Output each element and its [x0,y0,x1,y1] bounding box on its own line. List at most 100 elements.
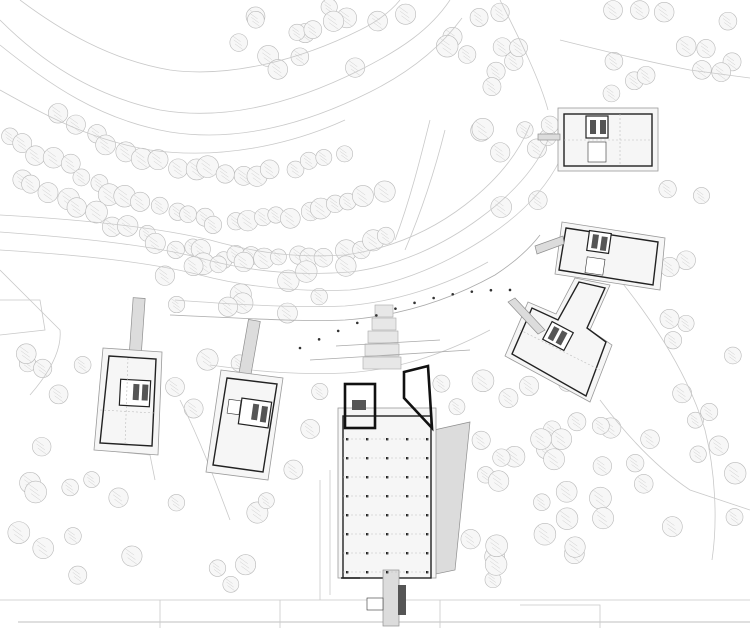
tree [267,206,285,224]
building-central-west-pavilion [205,319,284,481]
tree [592,507,614,530]
tree [66,197,87,218]
tree [168,296,186,314]
bollard [489,288,493,292]
tree [640,429,660,449]
tree [286,160,305,179]
tree [290,47,310,67]
tree [196,348,219,371]
tree [528,190,548,210]
tree [64,527,82,545]
tree [604,51,624,71]
building-east-pavilion [534,221,666,291]
tree [516,121,534,139]
tree [217,296,239,317]
tree [540,115,559,134]
bollard [336,329,340,333]
central-hall-columns [343,438,431,574]
tree [235,554,257,576]
tree [490,142,511,163]
bollard [413,301,416,305]
tree [24,480,47,504]
tree [37,182,59,203]
tree [165,377,185,397]
tree [630,0,650,20]
tree [471,369,495,392]
bollard [432,296,435,300]
tree [65,114,86,135]
tree [288,23,306,41]
tree [33,358,53,378]
tree [498,388,519,408]
tree [310,287,328,306]
tree [485,534,508,557]
tree [42,147,65,169]
tree [323,10,345,32]
bollard [470,290,474,293]
tree [487,470,510,492]
tree [222,576,240,593]
tree [283,459,304,480]
tree [708,435,729,456]
tree [457,45,477,64]
tree [700,403,719,421]
tree [626,454,645,473]
tree [277,269,300,292]
tree [196,155,219,178]
tree [469,8,489,27]
tree [718,11,738,31]
tree [486,61,506,81]
tree [166,240,185,259]
tree [492,448,511,467]
tree [636,66,656,85]
bollard [317,338,321,341]
tree [150,196,169,215]
tree [435,34,459,58]
tree [300,419,321,439]
tree [85,200,108,224]
tree [339,192,357,211]
tree [564,536,586,558]
bollard [355,321,359,325]
tree [602,84,621,103]
tree [203,215,223,234]
tree [48,384,69,405]
tree [295,260,318,283]
tree [395,3,417,25]
tree [168,158,189,179]
tree [121,545,143,567]
bollard [298,346,302,350]
tree [677,314,695,332]
tree [144,232,166,254]
central-plaza-paving [309,304,471,370]
tree [16,343,37,364]
tree [659,308,680,329]
tree [32,537,54,559]
tree [550,428,573,450]
tree [72,168,91,187]
tree [154,265,175,286]
tree [471,430,491,450]
bollard [394,307,397,310]
tree [555,481,578,503]
tree [229,33,248,52]
tree [335,255,357,277]
tree [724,462,747,485]
building-west-pavilion [93,297,163,456]
tree [725,508,744,526]
bollard [508,288,512,292]
tree [376,226,395,245]
tree [7,521,31,544]
tree [108,487,129,508]
tree [664,331,683,350]
tree [315,149,333,166]
bollard [375,314,378,317]
tree [130,191,151,212]
tree [592,456,612,476]
tree [258,492,275,509]
tree [73,356,92,374]
tree [654,1,675,23]
tree [687,411,704,429]
tree [21,174,41,194]
tree [270,248,287,266]
